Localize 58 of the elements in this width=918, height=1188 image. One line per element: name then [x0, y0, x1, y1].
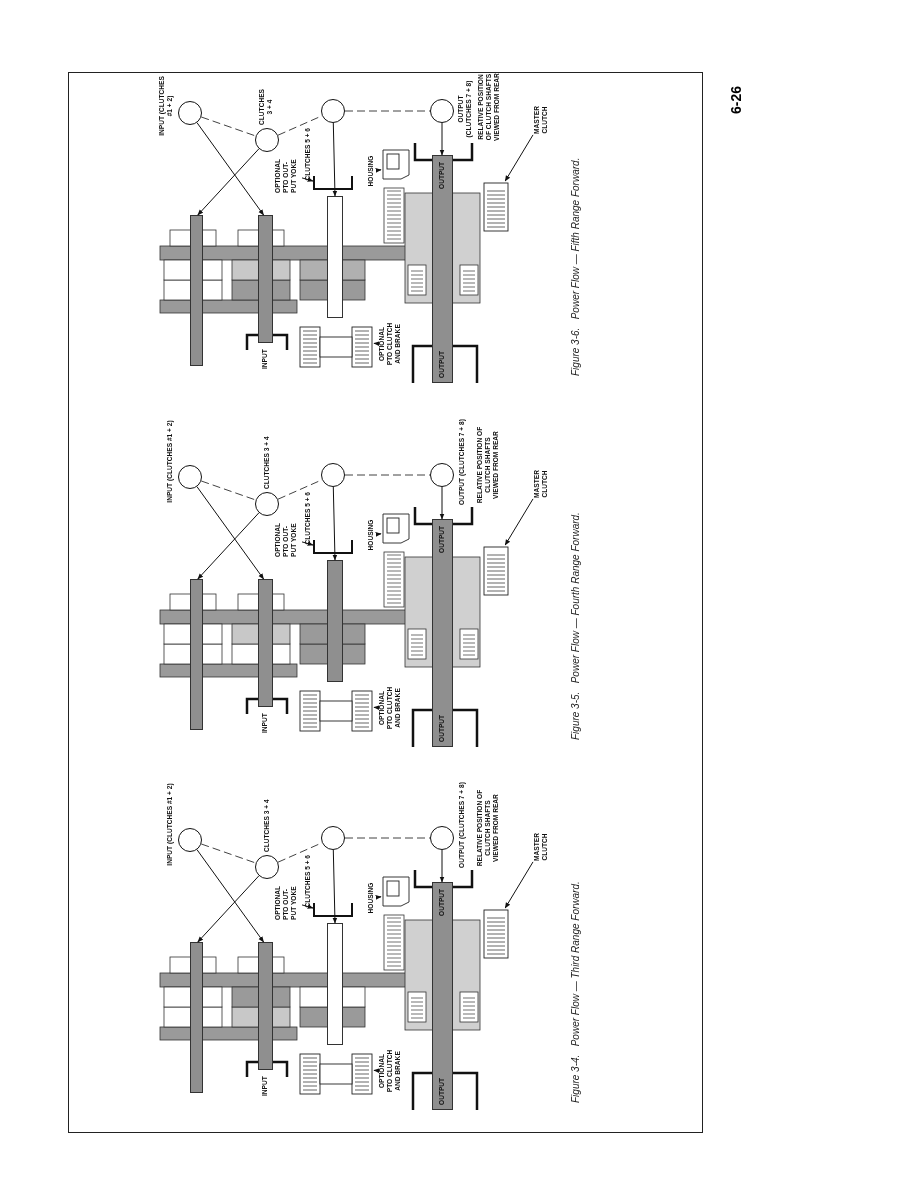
arrow [197, 148, 260, 216]
yoke-bracket [313, 176, 353, 190]
leader-line [301, 177, 314, 182]
leader-line [375, 895, 382, 900]
housing-drawing [381, 875, 411, 908]
leader-line [375, 532, 382, 537]
arrow [196, 486, 265, 580]
center-line [344, 474, 431, 476]
arrow [197, 875, 260, 943]
arrow [439, 486, 445, 520]
arrow [332, 486, 338, 561]
housing-drawing [381, 148, 411, 181]
arrow [439, 122, 445, 156]
center-line [200, 480, 257, 501]
gear-shaft [432, 882, 453, 1110]
arrow [332, 122, 338, 197]
arrow [197, 512, 260, 580]
gear-shaft [190, 579, 203, 730]
leader-line [504, 134, 534, 182]
gear-shaft [432, 519, 453, 747]
figure-caption: Figure 3-4. Power Flow — Third Range Forward. [570, 880, 581, 1103]
arrow [196, 122, 265, 216]
center-line [344, 837, 431, 839]
leader-line [301, 904, 314, 909]
gear-shaft [190, 215, 203, 366]
center-line [200, 116, 257, 137]
leader-line [375, 168, 382, 173]
housing-drawing [381, 512, 411, 545]
gear-shaft [258, 579, 273, 707]
leader-line [504, 498, 534, 546]
yoke-bracket [313, 903, 353, 917]
gear-shaft [327, 196, 343, 318]
clutch-pack-drawing [482, 908, 510, 960]
leader-line [301, 541, 314, 546]
leader-line [373, 705, 380, 711]
arrow [439, 849, 445, 883]
page-number: 6-26 [728, 85, 744, 114]
yoke-bracket [313, 540, 353, 554]
gear-shaft [258, 942, 273, 1070]
pto-clutch-drawing [298, 1050, 374, 1098]
center-line [344, 110, 431, 112]
pto-clutch-drawing [298, 687, 374, 735]
figure-caption: Figure 3-6. Power Flow — Fifth Range Forward. [570, 156, 581, 376]
clutch-pack-drawing [482, 181, 510, 233]
arrow [332, 849, 338, 924]
arrow [196, 849, 265, 943]
leader-line [373, 341, 380, 347]
gear-shaft [327, 923, 343, 1045]
leader-line [373, 1068, 380, 1074]
figure-caption: Figure 3-5. Power Flow — Fourth Range Forward. [570, 511, 581, 740]
clutch-pack-drawing [482, 545, 510, 597]
gear-shaft [327, 560, 343, 682]
pto-clutch-drawing [298, 323, 374, 371]
leader-line [504, 861, 534, 909]
gear-shaft [258, 215, 273, 343]
gear-shaft [432, 155, 453, 383]
center-line [200, 843, 257, 864]
gear-shaft [190, 942, 203, 1093]
